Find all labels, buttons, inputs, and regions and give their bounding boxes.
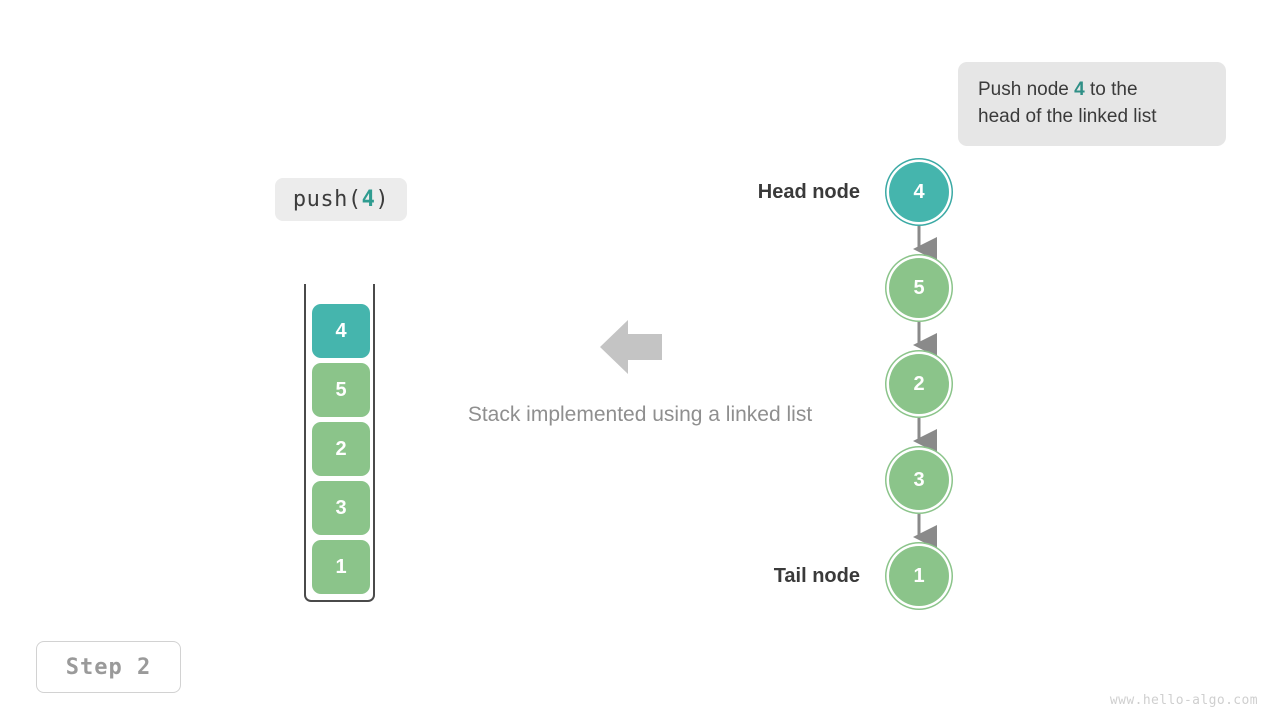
callout-text-line2: head of the linked list	[978, 106, 1157, 127]
code-prefix: push(	[292, 187, 362, 212]
callout-highlight-value: 4	[1074, 79, 1085, 100]
push-operation-label: push(4)	[275, 178, 407, 221]
linked-list-node: 4	[889, 162, 949, 222]
callout-box: Push node 4 to the head of the linked li…	[958, 62, 1226, 146]
diagram-caption: Stack implemented using a linked list	[467, 403, 813, 426]
head-node-label: Head node	[757, 181, 860, 203]
watermark: www.hello-algo.com	[1109, 693, 1258, 708]
stack-cell: 4	[312, 304, 370, 358]
stack-frame-outline	[304, 284, 375, 602]
code-argument-value: 4	[361, 187, 376, 212]
tail-node-label: Tail node	[773, 565, 860, 587]
stack-cell: 2	[312, 422, 370, 476]
stack-cell: 3	[312, 481, 370, 535]
callout-text-prefix: Push node	[978, 79, 1075, 100]
step-badge: Step 2	[36, 641, 181, 693]
callout-text-suffix: to the	[1084, 79, 1138, 100]
linked-list-node: 3	[889, 450, 949, 510]
stack-cell: 5	[312, 363, 370, 417]
arrow-left-icon	[600, 320, 662, 374]
linked-list-node: 5	[889, 258, 949, 318]
linked-list-node: 2	[889, 354, 949, 414]
linked-list-node: 1	[889, 546, 949, 606]
stack-cell: 1	[312, 540, 370, 594]
code-suffix: )	[375, 187, 390, 212]
